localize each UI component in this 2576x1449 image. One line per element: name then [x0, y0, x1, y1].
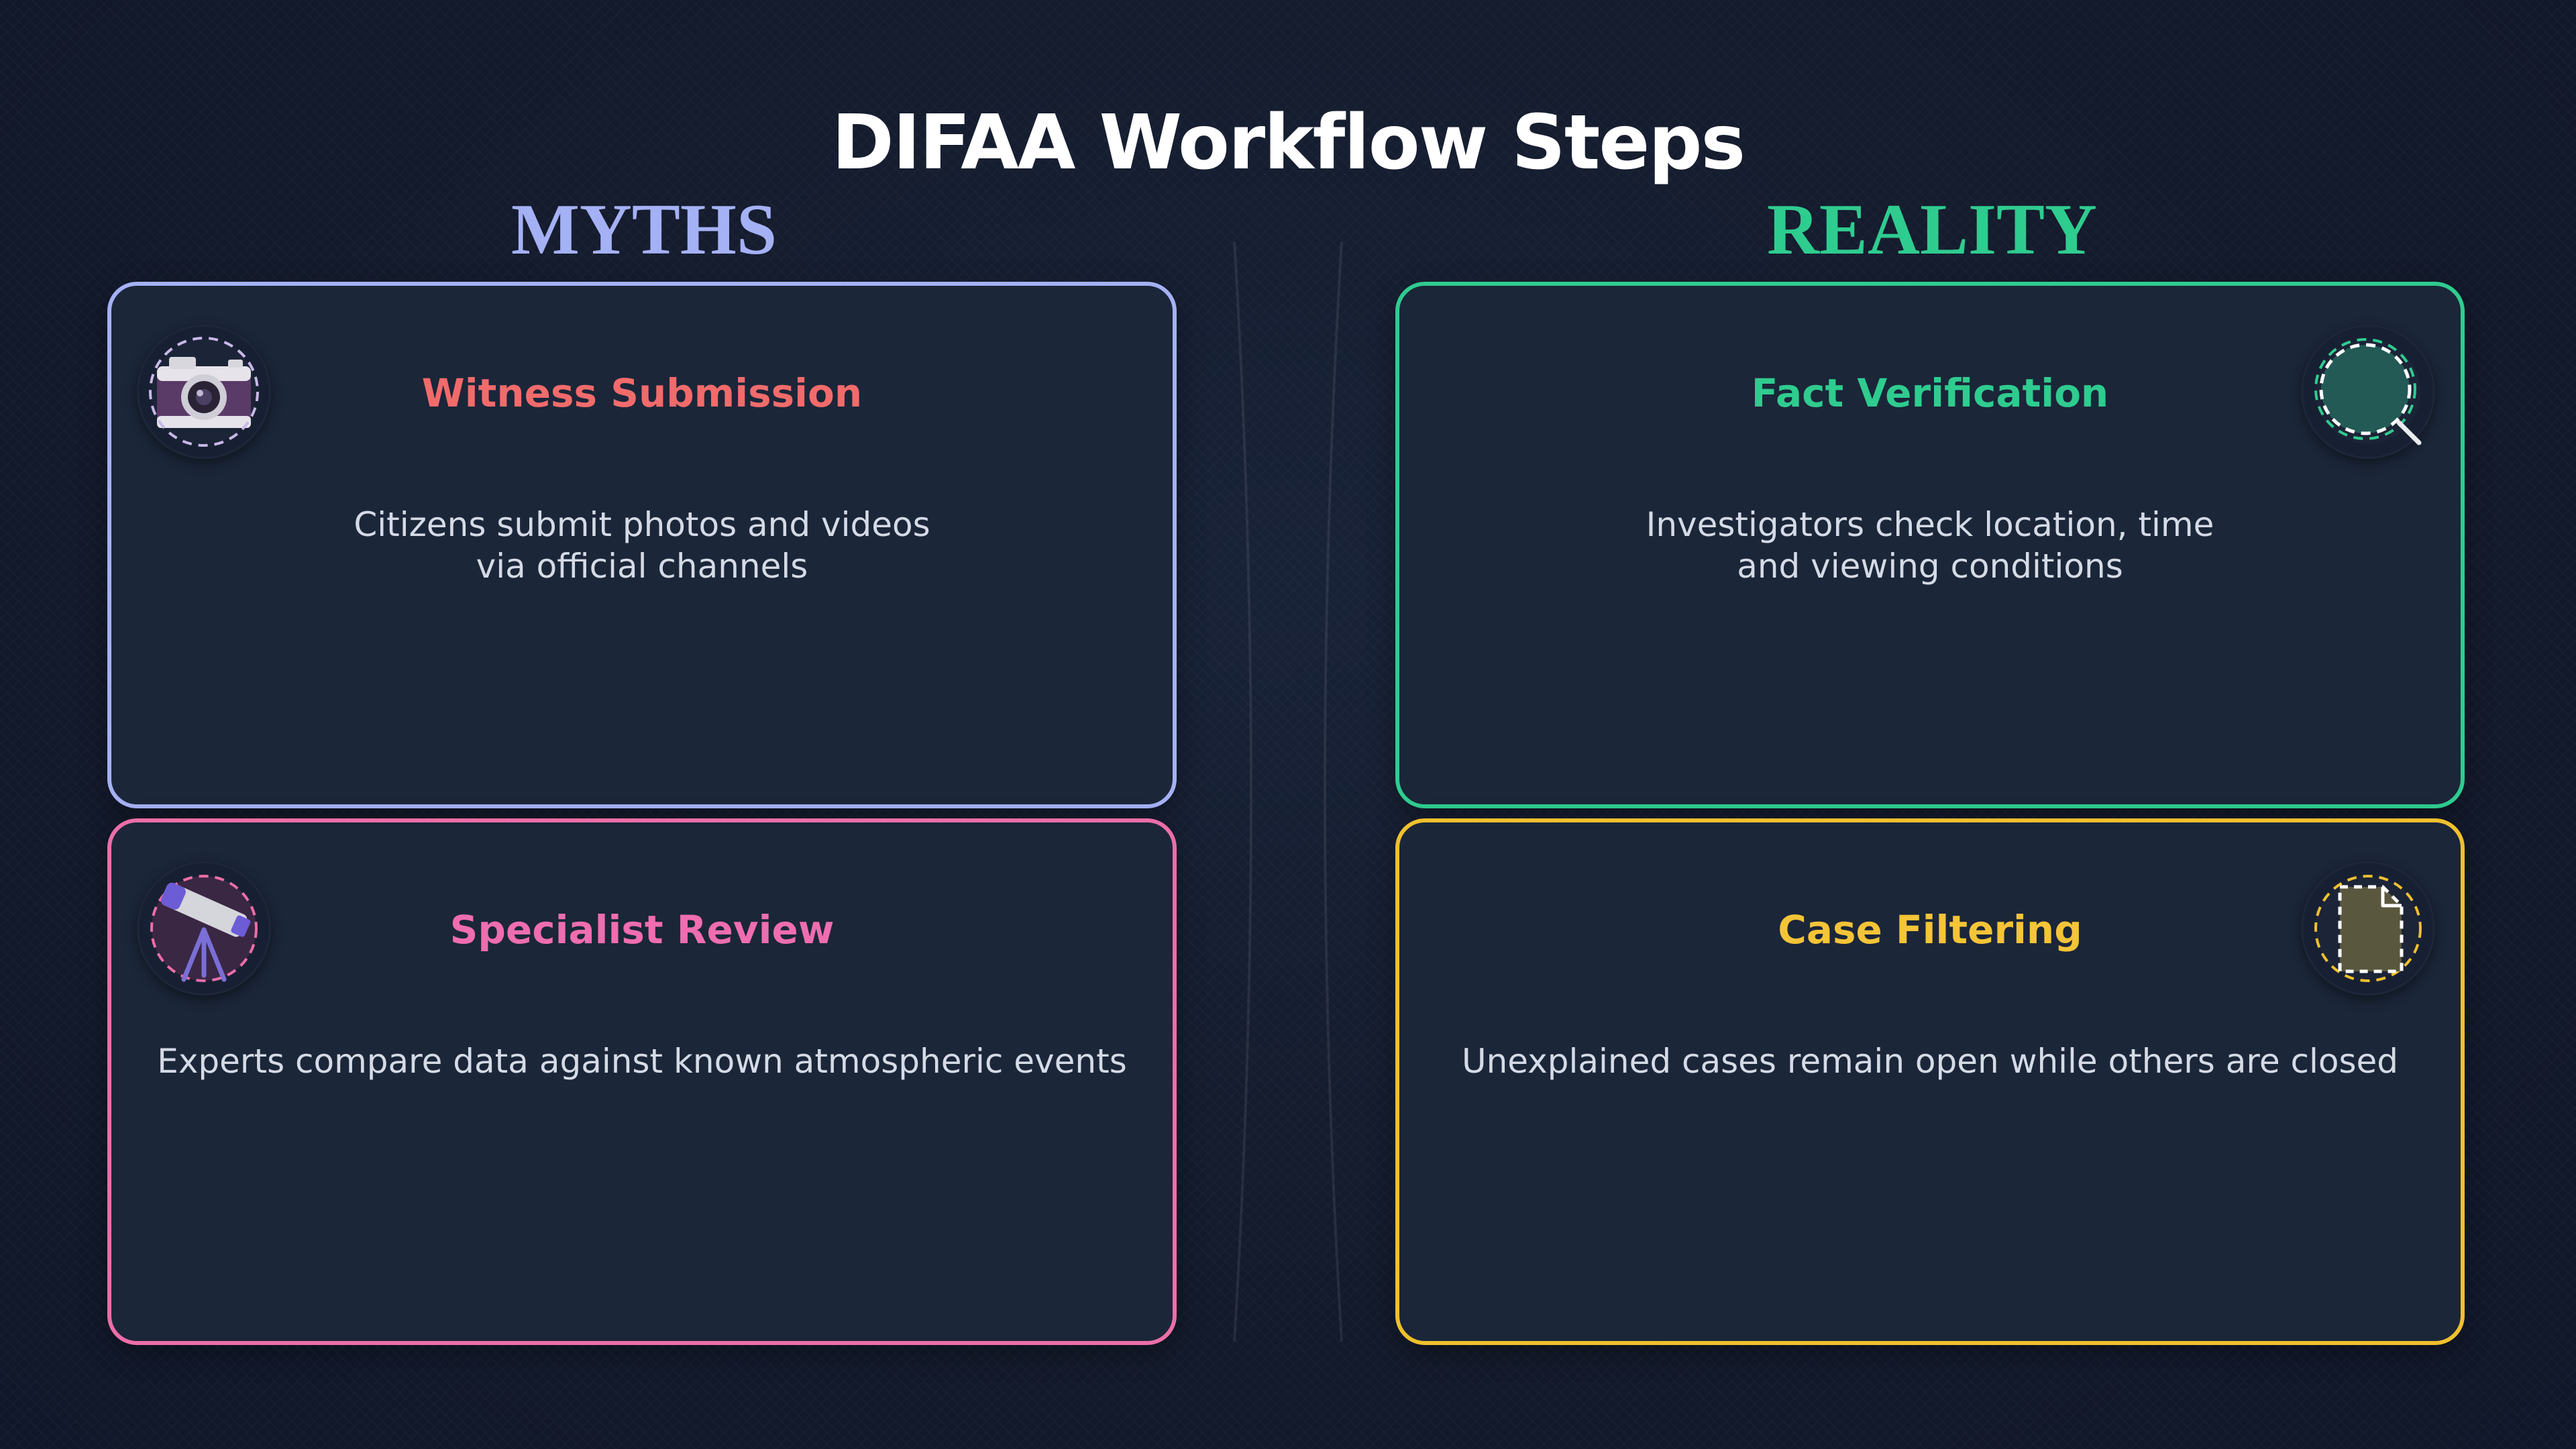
card-witness-submission: Witness Submission Citizens submit photo…: [107, 282, 1177, 808]
card-description-line: Investigators check location, time: [1646, 505, 2214, 544]
card-description-line: Citizens submit photos and videos: [354, 505, 930, 544]
document-icon: [2301, 861, 2435, 996]
card-specialist-review: Specialist Review Experts compare data a…: [107, 818, 1177, 1345]
card-title: Fact Verification: [1751, 370, 2109, 416]
reality-heading: REALITY: [1766, 190, 2098, 270]
card-description: Investigators check location, time and v…: [1399, 504, 2461, 587]
camera-icon: [137, 325, 271, 459]
card-fact-verification: Fact Verification Investigators check lo…: [1395, 282, 2465, 808]
card-description: Citizens submit photos and videos via of…: [111, 504, 1173, 587]
card-description: Experts compare data against known atmos…: [111, 1040, 1173, 1082]
card-title: Case Filtering: [1778, 907, 2082, 953]
card-case-filtering: Case Filtering Unexplained cases remain …: [1395, 818, 2465, 1345]
page-title: DIFAA Workflow Steps: [831, 99, 1746, 186]
card-description-line: via official channels: [476, 547, 808, 586]
center-divider: [1233, 241, 1343, 1342]
card-description-line: Unexplained cases remain open while othe…: [1461, 1042, 2399, 1081]
card-description-line: Experts compare data against known atmos…: [157, 1042, 1127, 1081]
card-title: Specialist Review: [449, 907, 835, 953]
telescope-icon: [137, 861, 271, 996]
card-title: Witness Submission: [421, 370, 863, 416]
card-description-line: and viewing conditions: [1737, 547, 2123, 586]
magnifier-icon: [2301, 325, 2435, 459]
card-description: Unexplained cases remain open while othe…: [1399, 1040, 2461, 1082]
myths-heading: MYTHS: [511, 190, 777, 270]
